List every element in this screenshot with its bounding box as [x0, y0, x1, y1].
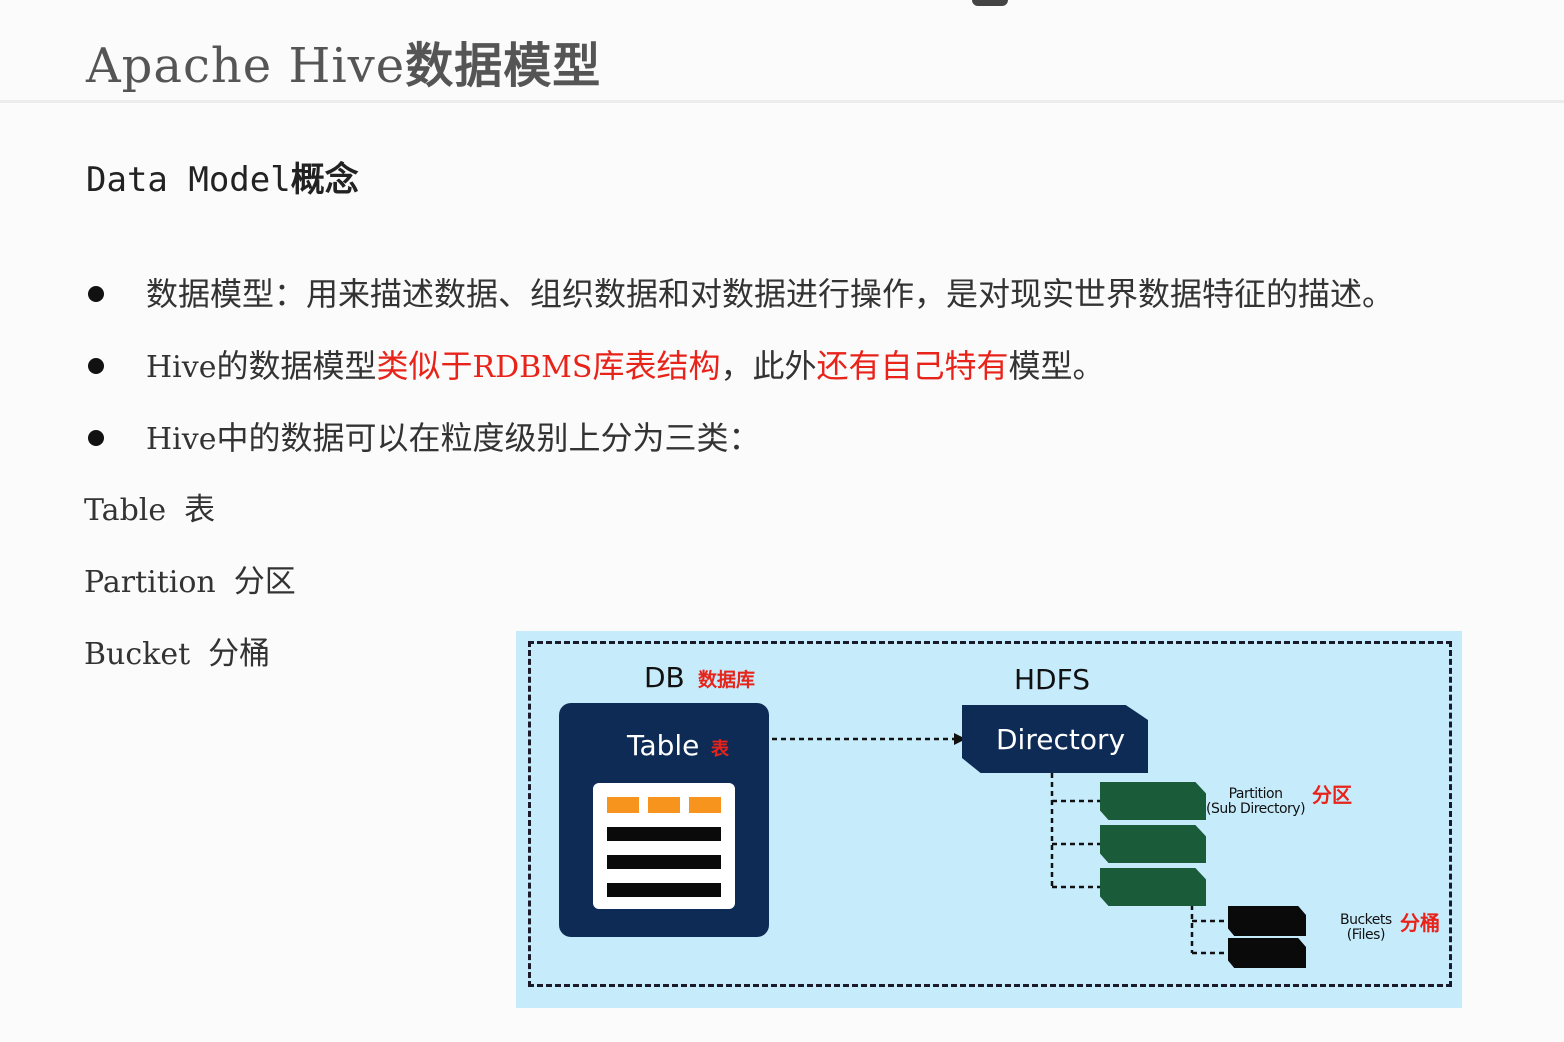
directory-box	[962, 705, 1148, 773]
title-divider	[0, 100, 1564, 103]
bullet-dot	[88, 358, 104, 374]
table-cn-label: 表	[711, 739, 729, 760]
bucket-caption-line1: Buckets	[1340, 912, 1392, 928]
granularity-item: Partition 分区	[84, 560, 296, 632]
table-header-cell	[648, 797, 680, 813]
bullet-text-part: 数据模型：用来描述数据、组织数据和对数据进行操作，是对现实世界数据特征的描述。	[146, 275, 1395, 313]
bucket-box	[1228, 906, 1306, 936]
bullet-text: 数据模型：用来描述数据、组织数据和对数据进行操作，是对现实世界数据特征的描述。	[146, 272, 1394, 316]
page-title-en: Apache Hive	[86, 38, 406, 94]
granularity-list: Table 表 Partition 分区 Bucket 分桶	[84, 488, 296, 704]
data-model-diagram: DB 数据库 HDFS Table 表 Directory Partition …	[516, 631, 1462, 1008]
bullet-dot	[88, 286, 104, 302]
diagram-frame	[528, 641, 1452, 987]
db-cn-label: 数据库	[698, 669, 756, 691]
table-row-bar	[607, 883, 721, 897]
table-icon	[593, 783, 735, 909]
table-row-bar	[607, 827, 721, 841]
table-header-cell	[607, 797, 639, 813]
bullet-text-part: RDBMS	[472, 350, 593, 385]
bullet-text-part: 库表结构	[592, 347, 721, 385]
bullet-text-part: Hive	[146, 350, 217, 385]
bucket-box	[1228, 938, 1306, 968]
bullet-text: Hive中的数据可以在粒度级别上分为三类：	[146, 416, 760, 462]
section-heading-en: Data Model	[86, 160, 291, 200]
bullet-text-part: 还有自己特有	[816, 347, 1009, 385]
db-label: DB	[644, 661, 685, 694]
partition-cn-label: 分区	[1312, 783, 1352, 807]
partition-caption-line2: (Sub Directory)	[1206, 801, 1306, 817]
hdfs-label: HDFS	[1014, 663, 1091, 696]
page-title-cn: 数据模型	[405, 38, 602, 94]
section-heading: Data Model概念	[86, 152, 359, 201]
table-label: Table	[627, 729, 700, 762]
directory-label: Directory	[996, 723, 1126, 756]
partition-box	[1100, 868, 1206, 906]
table-header-cell	[689, 797, 721, 813]
table-box: Table 表	[559, 703, 769, 937]
bullet-text-part: ，此外	[720, 347, 817, 385]
table-row-bar	[607, 855, 721, 869]
partition-caption-line1: Partition	[1228, 786, 1283, 802]
partition-box	[1100, 782, 1206, 820]
bullet-text: Hive的数据模型类似于RDBMS库表结构，此外还有自己特有模型。	[146, 344, 1105, 390]
bucket-caption: Buckets (Files)	[1340, 913, 1392, 943]
bullet-text-part: 中的数据可以在粒度级别上分为三类：	[216, 419, 761, 457]
bullet-text-part: Hive	[146, 422, 217, 457]
granularity-en: Partition	[84, 565, 216, 600]
bullet-text-part: 类似于	[376, 347, 473, 385]
granularity-en: Bucket	[84, 637, 191, 672]
granularity-en: Table	[84, 493, 167, 528]
diagram-connectors	[772, 733, 1228, 955]
bullet-text-part: 的数据模型	[216, 347, 377, 385]
granularity-cn: 表	[184, 492, 216, 528]
granularity-item: Bucket 分桶	[84, 632, 296, 704]
granularity-cn: 分区	[233, 564, 296, 600]
bucket-caption-line2: (Files)	[1346, 927, 1386, 943]
bucket-cn-label: 分桶	[1400, 911, 1440, 935]
page-title: Apache Hive数据模型	[86, 26, 601, 96]
arrow-head	[954, 733, 966, 745]
top-handle	[972, 0, 1008, 6]
bullet-dot	[88, 430, 104, 446]
partition-caption: Partition (Sub Directory)	[1206, 786, 1306, 817]
partition-box	[1100, 825, 1206, 863]
section-heading-cn: 概念	[290, 160, 359, 200]
granularity-item: Table 表	[84, 488, 296, 560]
granularity-cn: 分桶	[208, 636, 271, 672]
bullet-text-part: 模型。	[1008, 347, 1105, 385]
